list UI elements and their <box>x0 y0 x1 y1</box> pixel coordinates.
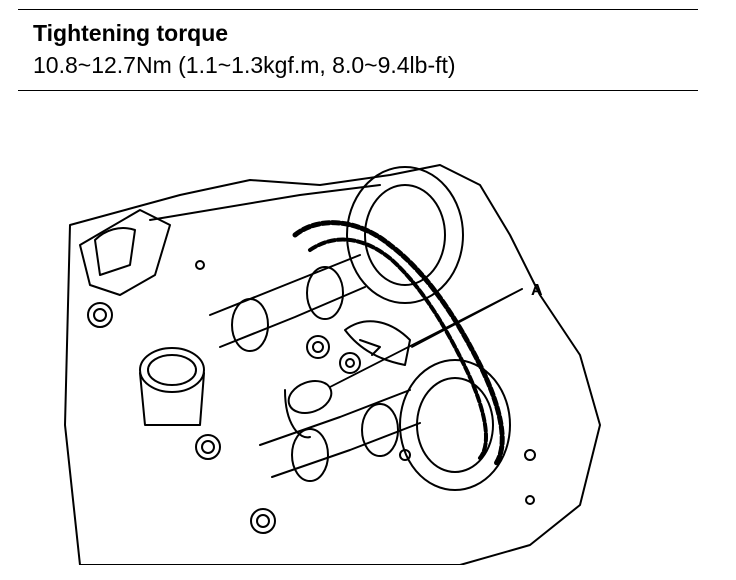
chain-guide-a <box>344 320 411 366</box>
lower-cam-sprocket <box>399 359 511 491</box>
bolt-bottom <box>250 508 276 534</box>
top-rule <box>18 9 698 10</box>
exhaust-camshaft <box>259 389 421 478</box>
intake-camshaft <box>209 254 366 348</box>
oil-seal <box>287 380 333 414</box>
bolt-upper-left <box>87 302 113 328</box>
bolt-small <box>339 352 361 374</box>
sensor-bracket <box>79 209 171 296</box>
spark-plug-tube <box>139 347 205 393</box>
spec-value: 10.8~12.7Nm (1.1~1.3kgf.m, 8.0~9.4lb-ft) <box>33 52 456 78</box>
upper-cam-sprocket <box>346 166 464 304</box>
cylinder-head-outline <box>64 164 601 565</box>
bolt-middle <box>306 335 330 359</box>
engine-timing-chain-illustration <box>64 164 601 565</box>
timing-chain <box>292 220 505 468</box>
bolt-lower-left <box>195 434 221 460</box>
bottom-rule <box>18 90 698 91</box>
callout-label-a: A <box>531 282 543 299</box>
spec-title: Tightening torque <box>33 20 229 46</box>
head-top-edge <box>149 184 381 221</box>
